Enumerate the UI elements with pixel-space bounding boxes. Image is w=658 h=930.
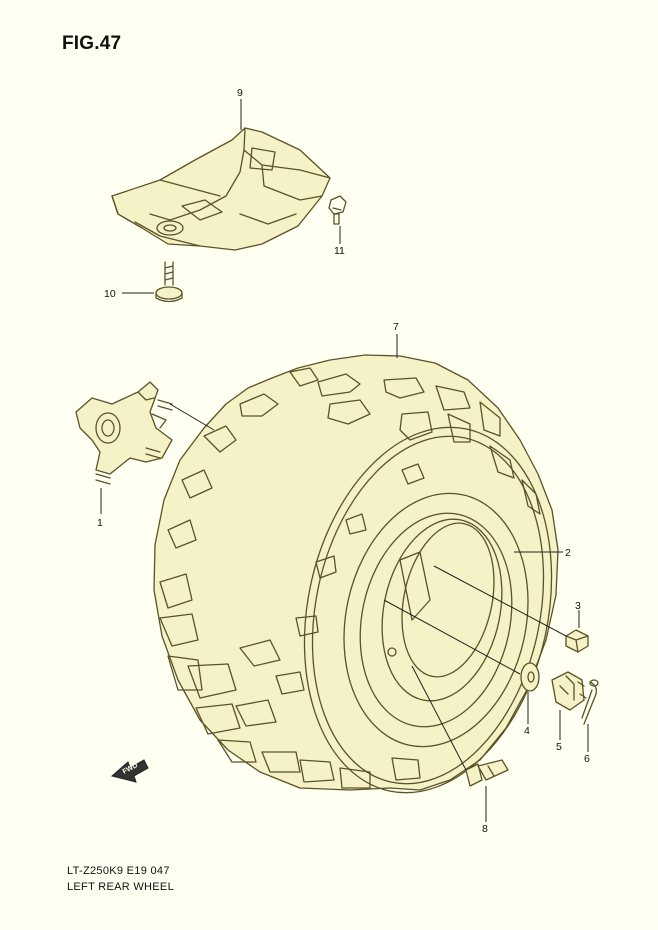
figure-title: FIG.47 [62, 33, 122, 54]
cotter-pin-6-part[interactable] [581, 679, 599, 725]
callout-10: 10 [104, 288, 116, 300]
hub-part[interactable] [75, 381, 173, 485]
bolt-11-part[interactable] [328, 195, 347, 225]
callout-1: 1 [97, 517, 103, 529]
callout-11: 11 [334, 245, 345, 257]
callout-3: 3 [575, 600, 581, 612]
callout-4: 4 [524, 725, 530, 737]
callout-6: 6 [584, 753, 590, 765]
callout-9: 9 [237, 87, 243, 99]
forward-arrow-icon: FWD [110, 759, 149, 783]
callout-7: 7 [393, 321, 399, 333]
figure-name: LEFT REAR WHEEL [67, 881, 174, 893]
leader-lines [100, 99, 589, 822]
nut-3-part[interactable] [565, 629, 589, 653]
callout-5: 5 [556, 741, 562, 753]
callout-8: 8 [482, 823, 488, 835]
figure-code: LT-Z250K9 E19 047 [67, 865, 170, 877]
bolt-10-part[interactable] [155, 261, 183, 303]
valve-8-part[interactable] [465, 759, 509, 787]
guard-part[interactable] [111, 127, 331, 251]
callout-2: 2 [565, 547, 571, 559]
castle-nut-5-part[interactable] [551, 671, 587, 711]
wheel-rim-part[interactable] [321, 476, 550, 764]
callouts: 9 11 10 7 1 2 3 4 5 6 8 [97, 87, 590, 835]
washer-4-part[interactable] [520, 662, 540, 692]
